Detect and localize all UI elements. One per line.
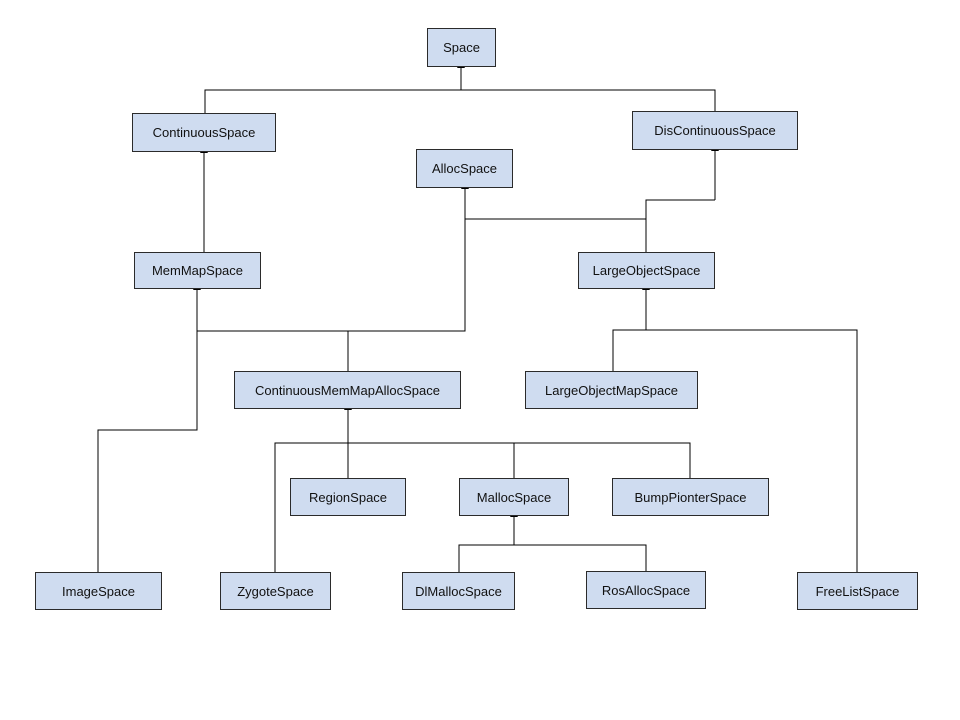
edge-largeobject-split: [645, 199, 715, 252]
node-zygote-space: ZygoteSpace: [220, 572, 331, 610]
node-large-object-map-space: LargeObjectMapSpace: [525, 371, 698, 409]
edge-dl-ros-bus: [458, 544, 647, 572]
edge-cmmas-children-bus: [274, 442, 691, 572]
node-image-space: ImageSpace: [35, 572, 162, 610]
node-free-list-space: FreeListSpace: [797, 572, 918, 610]
node-region-space: RegionSpace: [290, 478, 406, 516]
edge-continuous-to-space: [204, 89, 716, 113]
node-continuous-space: ContinuousSpace: [132, 113, 276, 152]
node-malloc-space: MallocSpace: [459, 478, 569, 516]
node-space: Space: [427, 28, 496, 67]
edge-lomap-freelist-bus: [612, 329, 858, 572]
edge-cmmas-horizontal: [197, 219, 466, 332]
node-alloc-space: AllocSpace: [416, 149, 513, 188]
node-mem-map-space: MemMapSpace: [134, 252, 261, 289]
node-continuous-mem-map-alloc-space: ContinuousMemMapAllocSpace: [234, 371, 461, 409]
node-ros-alloc-space: RosAllocSpace: [586, 571, 706, 609]
node-dl-malloc-space: DlMallocSpace: [402, 572, 515, 610]
node-large-object-space: LargeObjectSpace: [578, 252, 715, 289]
node-bump-pointer-space: BumpPionterSpace: [612, 478, 769, 516]
edge-image-to-memmap: [97, 331, 198, 572]
node-discontinuous-space: DisContinuousSpace: [632, 111, 798, 150]
